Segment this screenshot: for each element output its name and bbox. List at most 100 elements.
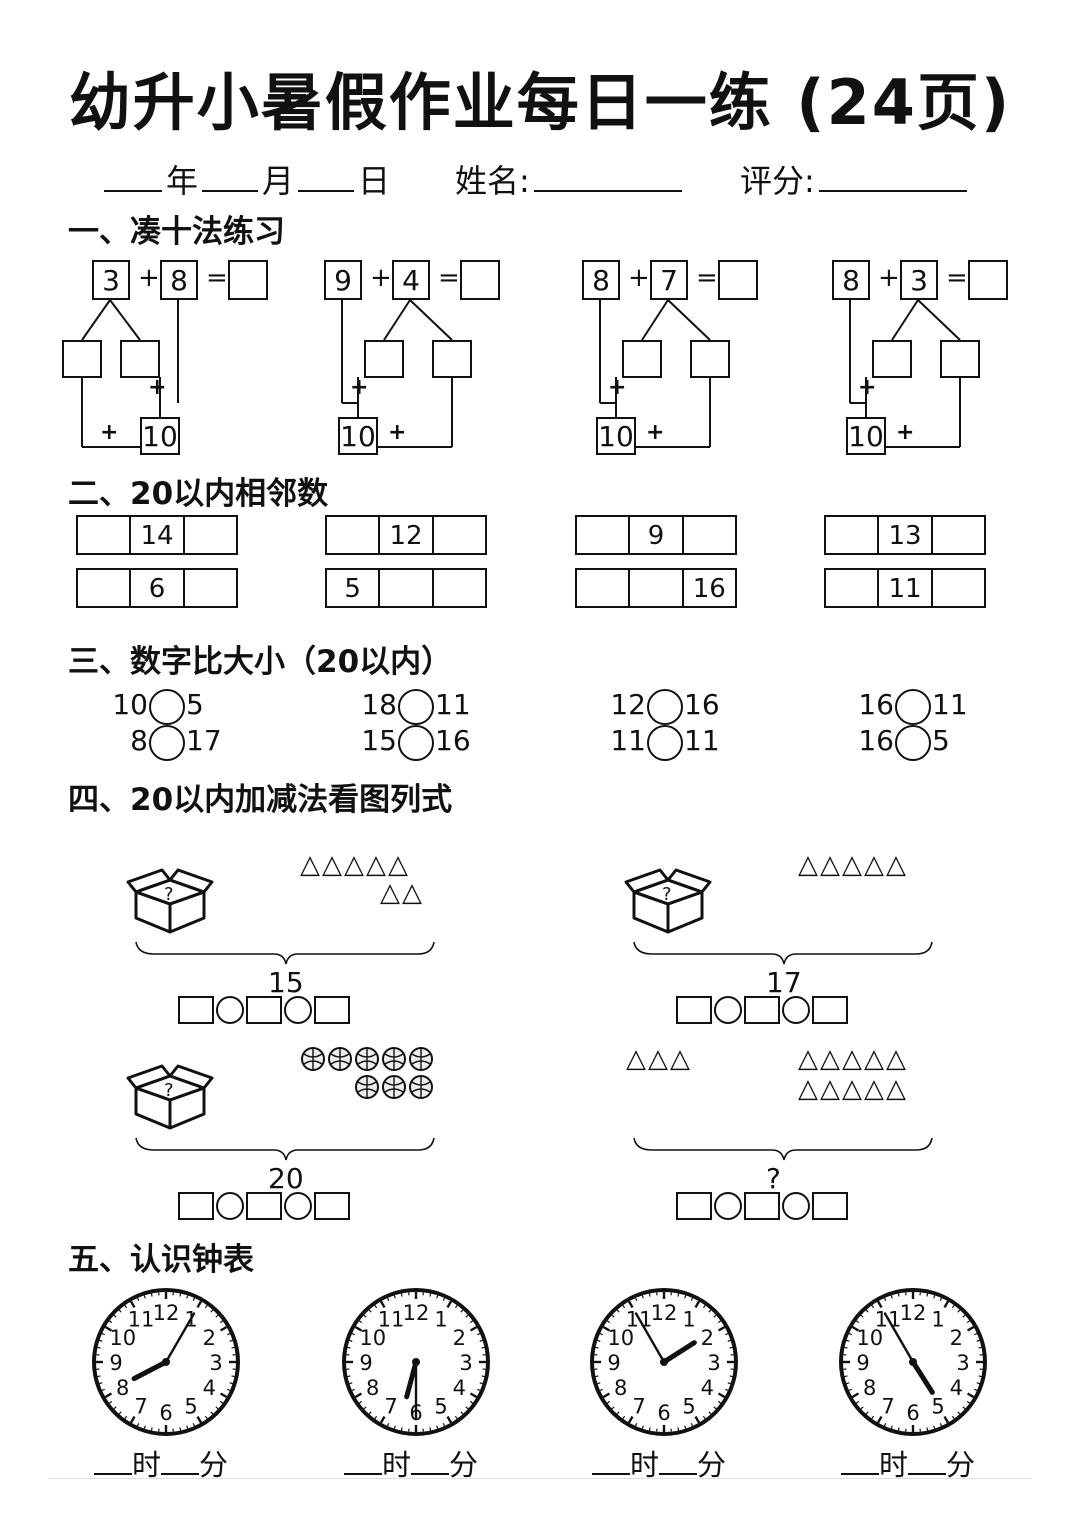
number-answer-box[interactable] (314, 996, 350, 1024)
mystery-box-icon: ? (126, 1064, 214, 1130)
hour-blank[interactable] (841, 1447, 879, 1475)
operator-circle[interactable] (714, 996, 742, 1024)
compare-circle[interactable] (149, 689, 185, 725)
split-box[interactable] (432, 340, 472, 378)
number-answer-box[interactable] (812, 996, 848, 1024)
page-title: 幼升小暑假作业每日一练 (24页) (68, 66, 1012, 139)
clock-number: 10 (109, 1326, 136, 1350)
clock-tick (597, 1382, 601, 1385)
compare-circle[interactable] (647, 689, 683, 725)
number-answer-box[interactable] (246, 1192, 282, 1220)
number-answer-box[interactable] (676, 996, 712, 1024)
answer-cell[interactable] (78, 570, 132, 606)
operator-circle[interactable] (284, 1192, 312, 1220)
minute-blank[interactable] (411, 1447, 450, 1475)
plus-sign: + (608, 375, 627, 400)
clock-number: 10 (359, 1326, 386, 1350)
clock-number: 1 (682, 1308, 695, 1332)
operator-circle[interactable] (284, 996, 312, 1024)
month-blank[interactable] (202, 162, 259, 192)
split-box[interactable] (690, 340, 730, 378)
number-answer-box[interactable] (246, 996, 282, 1024)
compare-right-number: 5 (932, 724, 950, 757)
number-answer-box[interactable] (314, 1192, 350, 1220)
name-blank[interactable] (533, 162, 682, 192)
score-blank[interactable] (818, 162, 967, 192)
answer-cell[interactable] (380, 570, 434, 606)
compare-circle[interactable] (647, 725, 683, 761)
clock-tick (99, 1382, 103, 1385)
clock-tick (708, 1411, 712, 1415)
mystery-box-icon: ? (126, 868, 214, 934)
number-answer-box[interactable] (676, 1192, 712, 1220)
plus-sign: + (628, 263, 650, 293)
split-box[interactable] (62, 340, 102, 378)
compare-circle[interactable] (149, 725, 185, 761)
answer-cell[interactable] (826, 570, 880, 606)
answer-cell[interactable] (684, 517, 735, 553)
operator-circle[interactable] (714, 1192, 742, 1220)
split-box[interactable] (120, 340, 160, 378)
plus-sign: + (896, 420, 915, 445)
compare-circle[interactable] (398, 725, 434, 761)
compare-circle[interactable] (895, 725, 931, 761)
operator-circle[interactable] (782, 996, 810, 1024)
compare-circle[interactable] (398, 689, 434, 725)
clock-tick (708, 1309, 712, 1313)
minute-blank[interactable] (659, 1447, 698, 1475)
answer-cell[interactable] (933, 570, 984, 606)
answer-cell[interactable] (434, 570, 485, 606)
clock-tick (386, 1297, 390, 1302)
box-flap (666, 868, 712, 894)
clock-number: 9 (607, 1351, 620, 1375)
clock-number: 9 (109, 1351, 122, 1375)
day-blank[interactable] (298, 162, 355, 192)
answer-box[interactable] (718, 260, 758, 300)
number-answer-box[interactable] (812, 1192, 848, 1220)
answer-cell[interactable] (78, 517, 132, 553)
answer-cell[interactable] (577, 570, 631, 606)
minute-blank[interactable] (161, 1447, 200, 1475)
clock-tick (890, 1425, 893, 1429)
answer-cell[interactable] (434, 517, 485, 553)
operator-circle[interactable] (216, 996, 244, 1024)
answer-box[interactable] (460, 260, 500, 300)
clock-number: 4 (203, 1376, 216, 1400)
clock-number: 12 (651, 1301, 678, 1325)
clock-number: 2 (701, 1326, 714, 1350)
number-answer-box[interactable] (178, 1192, 214, 1220)
operator-circle[interactable] (782, 1192, 810, 1220)
number-answer-box[interactable] (744, 1192, 780, 1220)
compare-circle[interactable] (895, 689, 931, 725)
answer-cell[interactable] (577, 517, 631, 553)
split-box[interactable] (622, 340, 662, 378)
hour-blank[interactable] (94, 1447, 132, 1475)
basketball-icon (382, 1075, 406, 1099)
answer-cell[interactable] (826, 517, 880, 553)
number-answer-box[interactable] (178, 996, 214, 1024)
clock-tick (943, 1300, 950, 1309)
split-box[interactable] (364, 340, 404, 378)
answer-box[interactable] (968, 260, 1008, 300)
brace-line (633, 941, 933, 965)
answer-cell[interactable] (185, 517, 236, 553)
answer-cell[interactable] (327, 517, 381, 553)
addend-box: 3 (92, 260, 130, 300)
answer-cell[interactable] (630, 570, 684, 606)
month-label: 月 (262, 162, 295, 200)
clock-tick (599, 1388, 604, 1392)
answer-cell[interactable] (185, 570, 236, 606)
year-blank[interactable] (104, 162, 162, 192)
minute-blank[interactable] (908, 1447, 947, 1475)
year-label: 年 (166, 162, 199, 200)
hour-blank[interactable] (344, 1447, 382, 1475)
answer-cell[interactable] (933, 517, 984, 553)
split-box[interactable] (872, 340, 912, 378)
clock-center (660, 1358, 668, 1366)
hour-blank[interactable] (592, 1447, 630, 1475)
branch-line (109, 299, 141, 341)
answer-box[interactable] (228, 260, 268, 300)
operator-circle[interactable] (216, 1192, 244, 1220)
number-answer-box[interactable] (744, 996, 780, 1024)
split-box[interactable] (940, 340, 980, 378)
